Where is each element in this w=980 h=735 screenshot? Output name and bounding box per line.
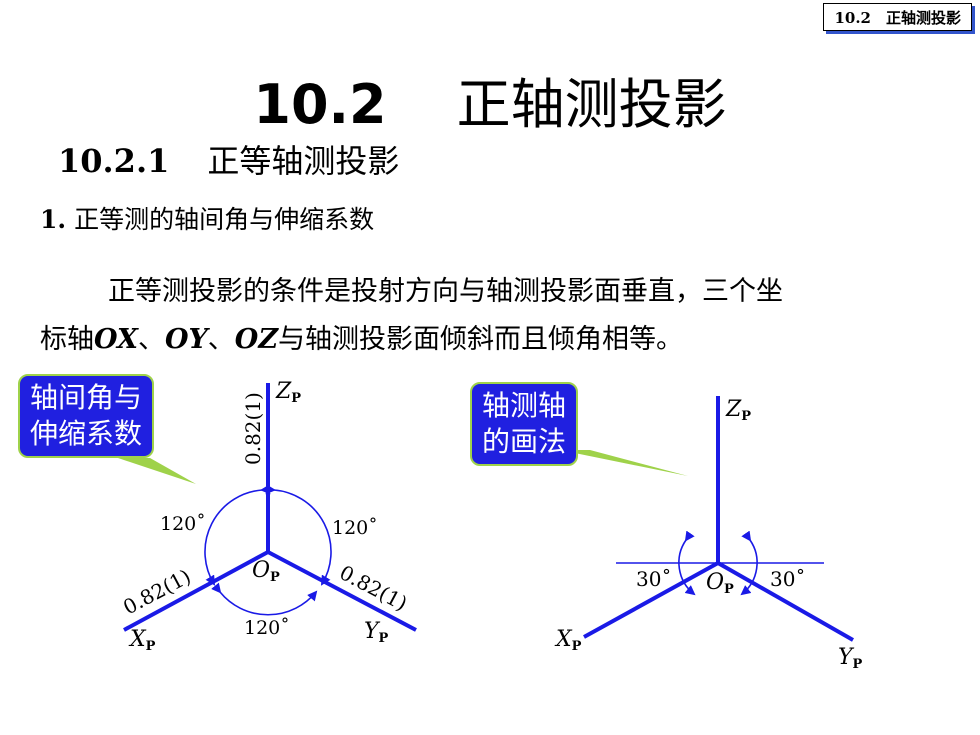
x-label-right: XP	[554, 627, 582, 654]
item-heading: 1.正等测的轴间角与伸缩系数	[40, 200, 374, 236]
callout-left-line-2: 伸缩系数	[30, 417, 143, 450]
paragraph-line-2-start: 标轴	[40, 324, 94, 355]
arc-left-30	[678, 530, 696, 596]
callout-left-tail	[118, 458, 196, 484]
angle-label-bottom: 120˚	[244, 617, 290, 639]
axis-oz: OZ	[234, 324, 279, 355]
callout-right-line-2: 的画法	[482, 425, 567, 458]
subsection-text: 正等轴测投影	[207, 142, 400, 180]
arc-bottom	[211, 582, 318, 616]
item-number: 1.	[40, 205, 67, 234]
angle-label-top-left: 120˚	[160, 513, 206, 535]
o-label-left: OP	[252, 558, 280, 585]
title-number: 10.2	[253, 73, 387, 136]
section-tag: 10.2 正轴测投影	[823, 3, 972, 31]
arc-top-right	[265, 484, 332, 586]
y-label-right: YP	[838, 645, 863, 672]
subsection-title: 10.2.1 正等轴测投影	[58, 136, 399, 182]
separator: 、	[207, 324, 235, 355]
page-title: 10.2 正轴测投影	[0, 60, 980, 139]
axis-ox: OX	[94, 324, 138, 355]
x-label-left: XP	[128, 627, 156, 654]
body-paragraph: 正等测投影的条件是投射方向与轴测投影面垂直，三个坐 标轴OX、OY、OZ与轴测投…	[40, 268, 950, 364]
arc-top-left	[204, 484, 271, 586]
angle-label-top-right: 120˚	[332, 517, 378, 539]
item-text: 正等测的轴间角与伸缩系数	[74, 205, 375, 234]
diagram-right: ZP XP YP OP 30˚ 30˚	[554, 396, 863, 672]
angle-label-right-30: 30˚	[770, 567, 805, 591]
callout-left-line-1: 轴间角与	[30, 381, 143, 414]
x-axis-right	[583, 561, 719, 639]
y-label-left: YP	[364, 619, 389, 646]
subsection-number: 10.2.1	[58, 142, 170, 180]
separator: 、	[138, 324, 165, 355]
paragraph-line-2-end: 与轴测投影面倾斜而且倾角相等。	[278, 324, 684, 355]
axis-oy: OY	[165, 324, 208, 355]
z-coefficient: 0.82(1)	[241, 392, 265, 465]
paragraph-line-1: 正等测投影的条件是投射方向与轴测投影面垂直，三个坐	[108, 276, 783, 307]
z-label-left: ZP	[275, 379, 301, 406]
title-text: 正轴测投影	[456, 73, 727, 136]
callout-right-tail	[560, 450, 688, 476]
arc-right-30	[740, 530, 758, 596]
angle-label-left-30: 30˚	[636, 567, 671, 591]
diagram-left: ZP XP YP OP 0.82(1) 0.82(1) 0.82(1) 120˚…	[119, 379, 417, 654]
callout-right: 轴测轴 的画法	[470, 382, 579, 466]
z-label-right: ZP	[725, 397, 751, 424]
callout-right-line-1: 轴测轴	[482, 389, 567, 422]
o-label-right: OP	[706, 570, 734, 597]
callout-left: 轴间角与 伸缩系数	[18, 374, 155, 458]
